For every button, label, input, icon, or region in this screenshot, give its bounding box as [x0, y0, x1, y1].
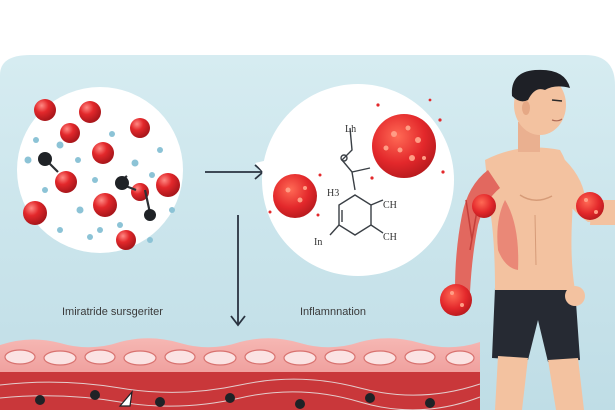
dark-atom [38, 152, 156, 221]
chem-label-bottom: In [314, 237, 322, 248]
inflamed-cell-large [370, 98, 445, 180]
inflammation-marker [440, 192, 604, 316]
inflamed-cell-small [268, 173, 322, 218]
red-blood-cell [23, 99, 180, 250]
tissue-cell [4, 349, 475, 366]
structure-lines [329, 127, 384, 236]
caption-left: Imiratride sursgeriter [62, 306, 163, 318]
chem-label-top: Lh [345, 124, 356, 135]
man-figure [440, 69, 615, 410]
tissue-fiber [0, 378, 481, 410]
torso [485, 147, 575, 290]
small-atom [24, 131, 175, 243]
white-shard [118, 390, 133, 407]
molecule-circle [17, 87, 183, 253]
arrow-down [230, 215, 246, 327]
shorts [492, 288, 580, 362]
chem-label-right-bottom: CH [383, 232, 397, 243]
chem-label-right-top: CH [383, 200, 397, 211]
tissue-layer [0, 338, 481, 410]
chemical-circle: Lh H3 CH CH In [255, 84, 454, 276]
chem-label-mid: H3 [327, 188, 339, 199]
caption-middle: Inflamnnation [300, 306, 366, 318]
hair [511, 69, 570, 102]
dark-atom [35, 390, 435, 409]
